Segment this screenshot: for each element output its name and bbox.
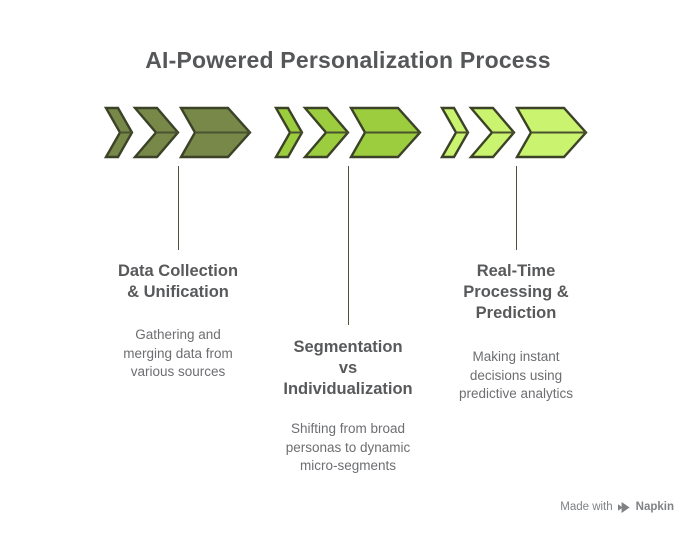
- step1-chevron-arrows-icon: [104, 106, 252, 159]
- napkin-brand-label: Napkin: [635, 501, 674, 513]
- step3-connector-line: [516, 166, 517, 250]
- step1-description: Gathering and merging data from various …: [123, 327, 233, 379]
- napkin-logo-icon: [617, 501, 630, 513]
- step3-description: Making instant decisions using predictiv…: [458, 349, 574, 401]
- step1-heading: Data Collection & Unification: [117, 262, 239, 301]
- step1-connector-line: [178, 166, 179, 250]
- page-title: AI-Powered Personalization Process: [145, 47, 551, 73]
- step2-heading: Segmentation vs Individualization: [283, 338, 413, 398]
- step2-description: Shifting from broad personas to dynamic …: [285, 421, 411, 473]
- made-with-label: Made with: [560, 501, 613, 513]
- step3-chevron-arrows-icon: [440, 106, 588, 159]
- step2-chevron-arrows-icon: [274, 106, 422, 159]
- step2-connector-line: [348, 166, 349, 325]
- step3-heading: Real-Time Processing & Prediction: [463, 262, 569, 322]
- made-with-napkin-link[interactable]: Made with Napkin: [560, 501, 674, 513]
